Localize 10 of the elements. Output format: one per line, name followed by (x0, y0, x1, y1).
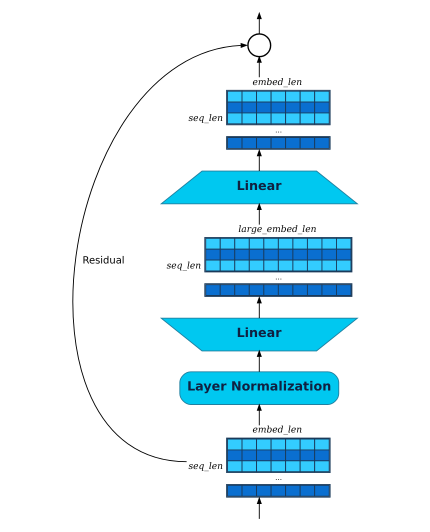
node-label: embed_len (252, 78, 302, 88)
node-label: seq_len (188, 114, 223, 124)
node-label: seq_len (188, 462, 223, 472)
node-label: ... (275, 125, 282, 134)
node-label: seq_len (166, 261, 202, 272)
edge-label: Residual (82, 256, 125, 267)
node-label: embed_len (252, 426, 302, 436)
node-label: ... (275, 272, 282, 282)
node-label: ... (275, 473, 282, 482)
node-label: large_embed_len (238, 224, 316, 235)
